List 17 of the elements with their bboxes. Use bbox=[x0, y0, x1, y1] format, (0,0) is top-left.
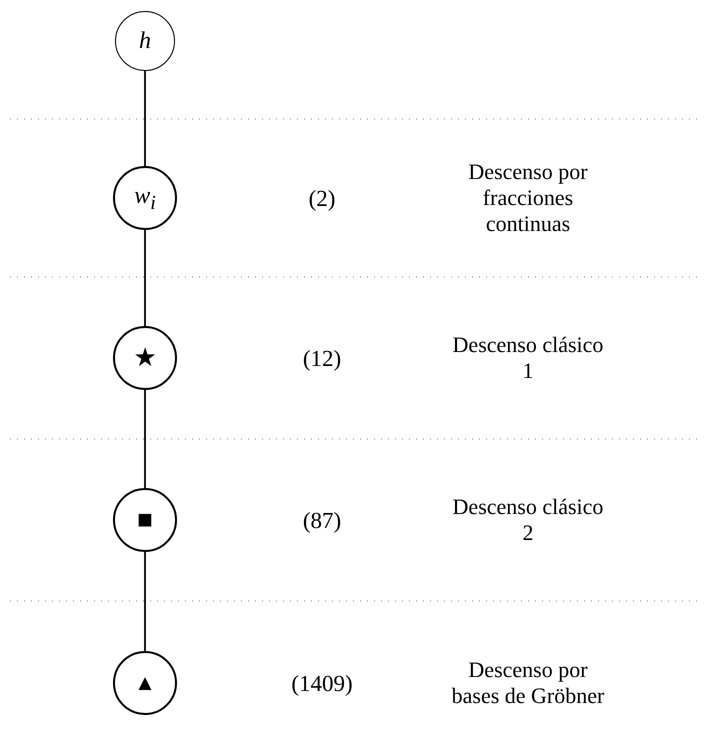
shape-symbol: ▲ bbox=[134, 672, 156, 694]
connector-line bbox=[144, 390, 146, 488]
method-label: Descenso clásico 1 bbox=[452, 332, 604, 384]
method-label: Descenso clásico 2 bbox=[452, 494, 604, 546]
count-label: (2) bbox=[308, 186, 336, 211]
shape-symbol: ★ bbox=[134, 345, 156, 371]
connector-line bbox=[144, 230, 146, 326]
method-label: Descenso por bases de Gröbner bbox=[450, 657, 606, 709]
connector-line bbox=[144, 71, 146, 166]
count-label: (12) bbox=[302, 346, 342, 371]
count-label: (87) bbox=[302, 508, 342, 533]
math-symbol: h bbox=[139, 29, 151, 53]
count-label: (1409) bbox=[290, 670, 354, 696]
connector-line bbox=[144, 552, 146, 651]
math-symbol: w$_{i}$ bbox=[134, 184, 156, 212]
shape-symbol: ■ bbox=[137, 507, 153, 533]
method-label: Descenso por fracciones continuas bbox=[467, 159, 589, 237]
